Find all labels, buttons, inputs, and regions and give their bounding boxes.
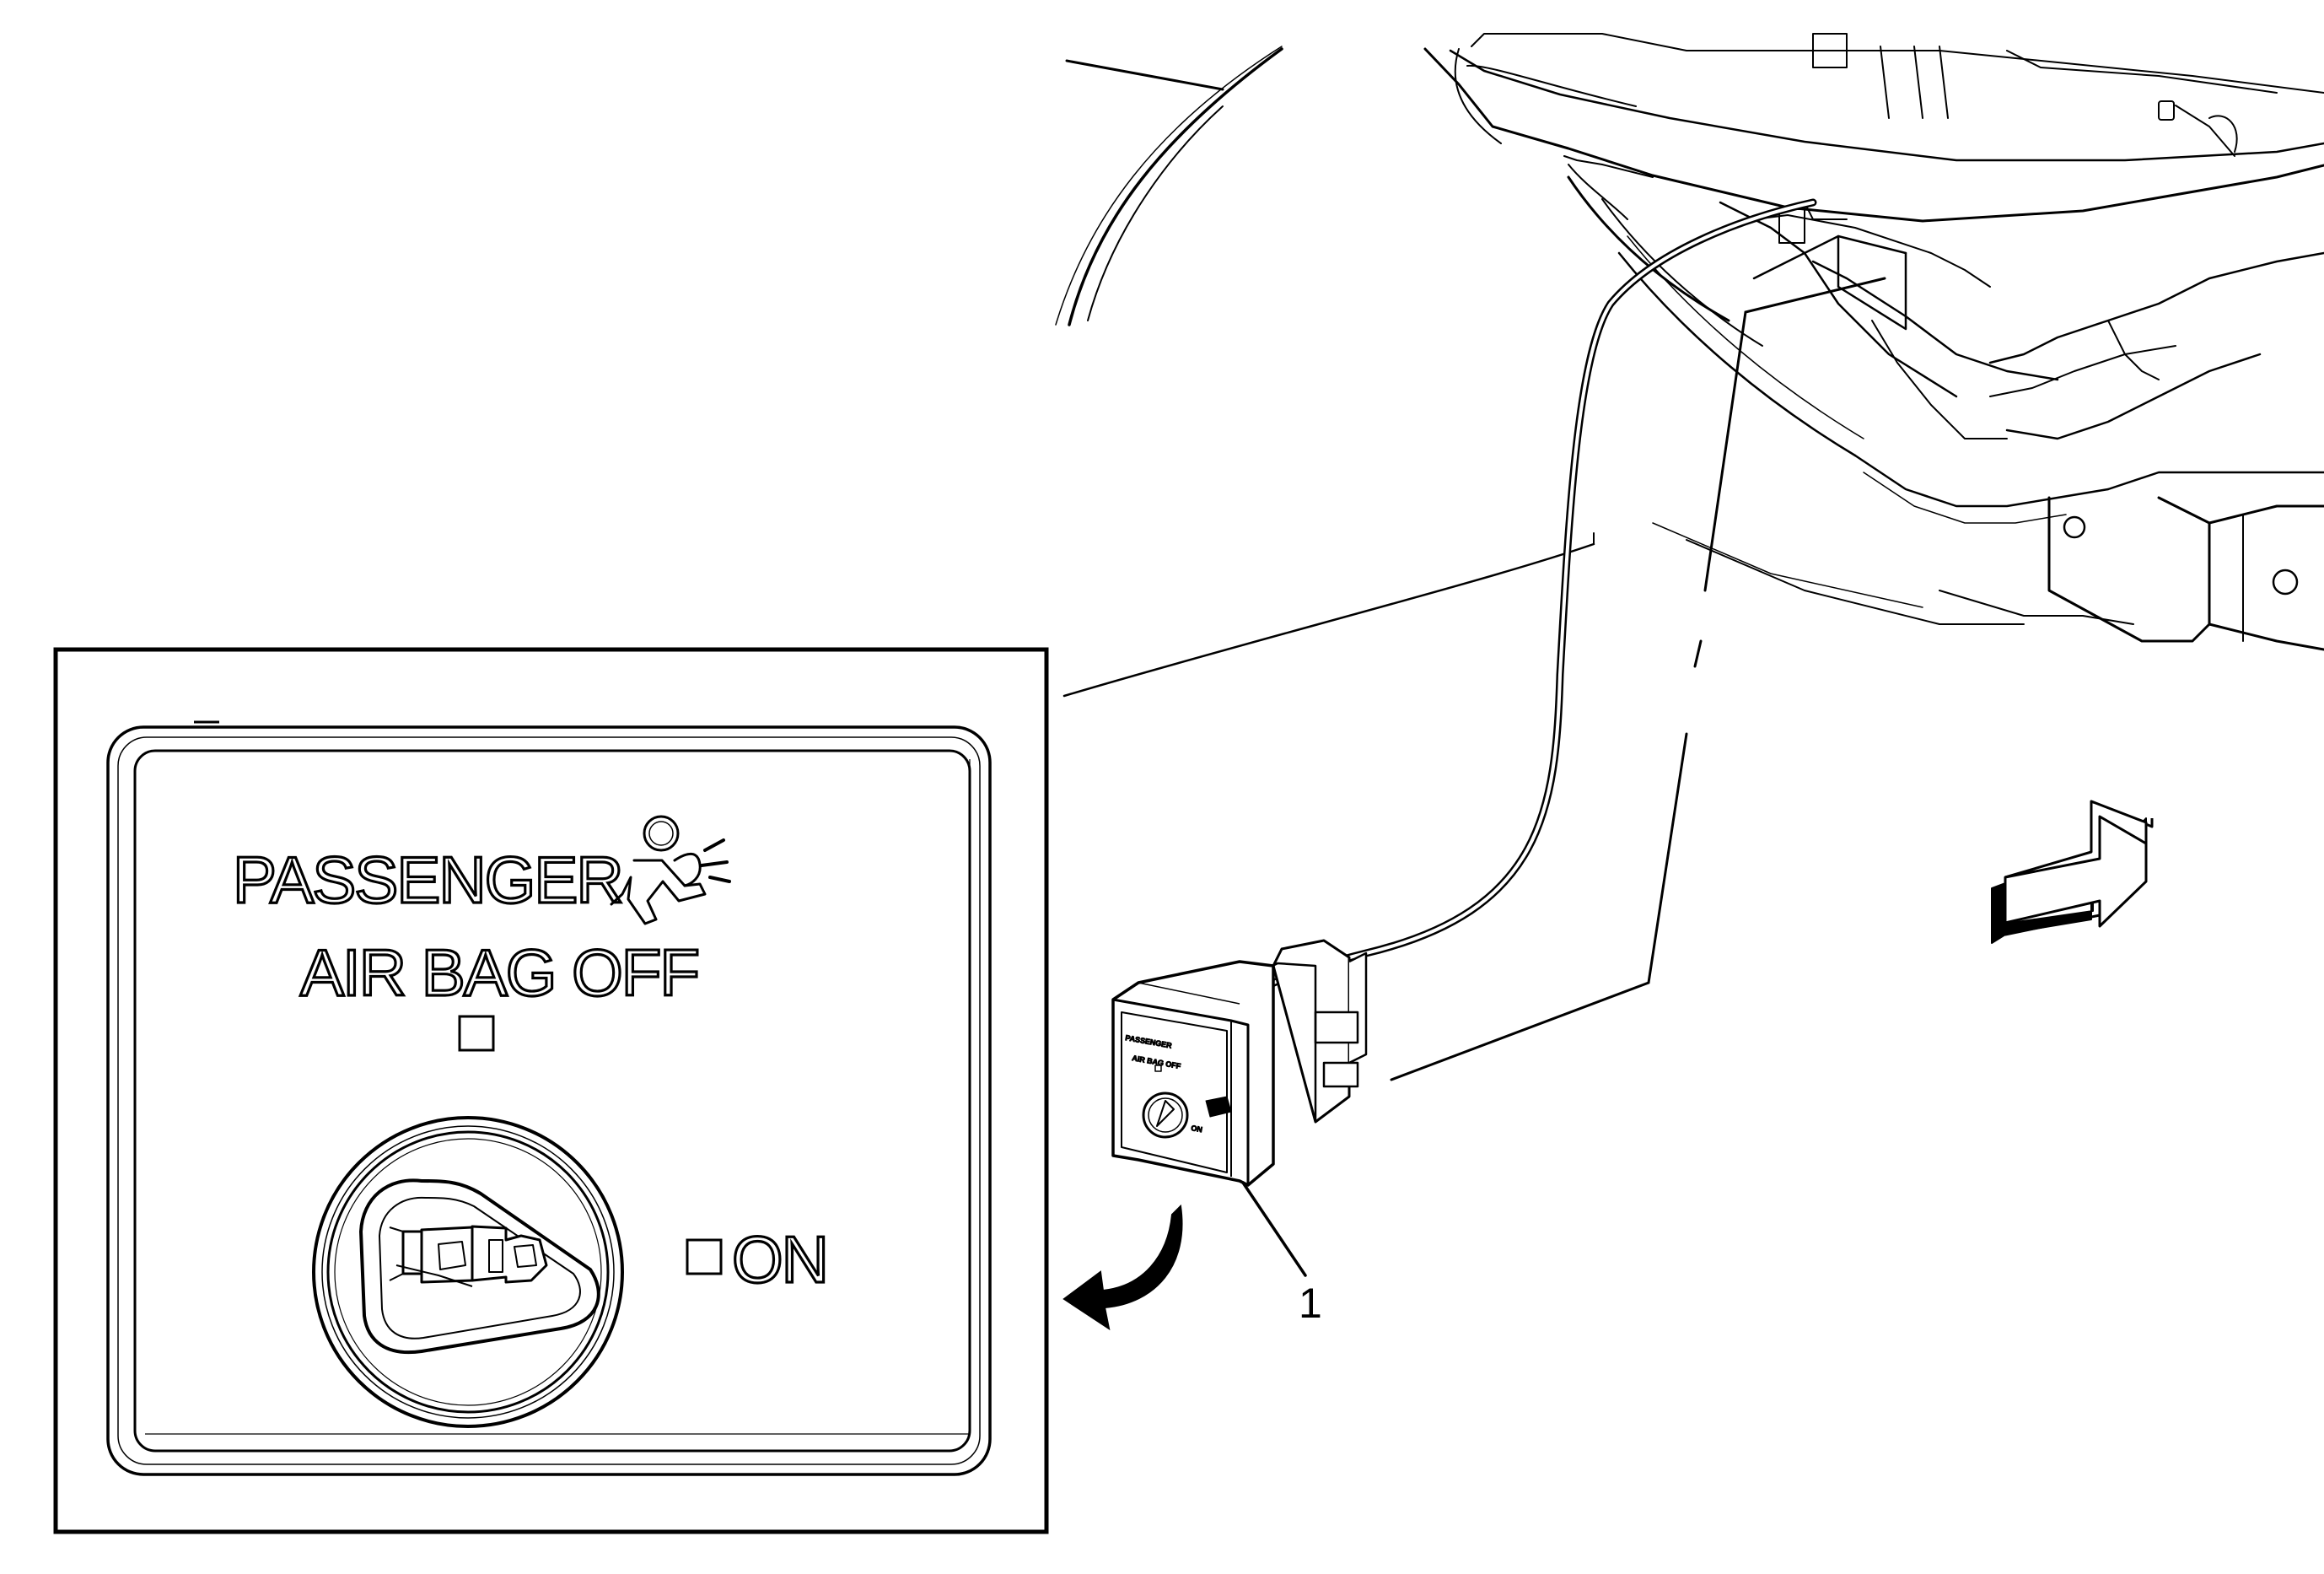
airbag-occupant-icon xyxy=(610,815,731,925)
switch-face-bezel xyxy=(106,720,992,1476)
label-on: ON xyxy=(732,1222,827,1296)
label-passenger: PASSENGER xyxy=(233,843,622,917)
curved-removal-arrow-icon xyxy=(1062,1204,1183,1331)
connection-leader xyxy=(1390,277,1886,1081)
on-indicator xyxy=(686,1238,723,1275)
callout-number: 1 xyxy=(1299,1280,1322,1327)
wiring-harness xyxy=(1261,198,1817,991)
off-indicator xyxy=(458,1015,495,1052)
key-cylinder xyxy=(312,1116,624,1428)
svg-text:ON: ON xyxy=(1191,1124,1203,1134)
forward-direction-arrow-icon xyxy=(1991,800,2154,944)
passenger-airbag-switch: PASSENGER AIR BAG OFF ON xyxy=(1111,939,1368,1187)
callout-1: 1 xyxy=(1241,1181,1322,1327)
background-structure xyxy=(1055,33,2324,698)
detail-inset: PASSENGER AIR BAG OFF xyxy=(53,647,1049,1534)
label-airbag-off: AIR BAG OFF xyxy=(300,935,698,1010)
